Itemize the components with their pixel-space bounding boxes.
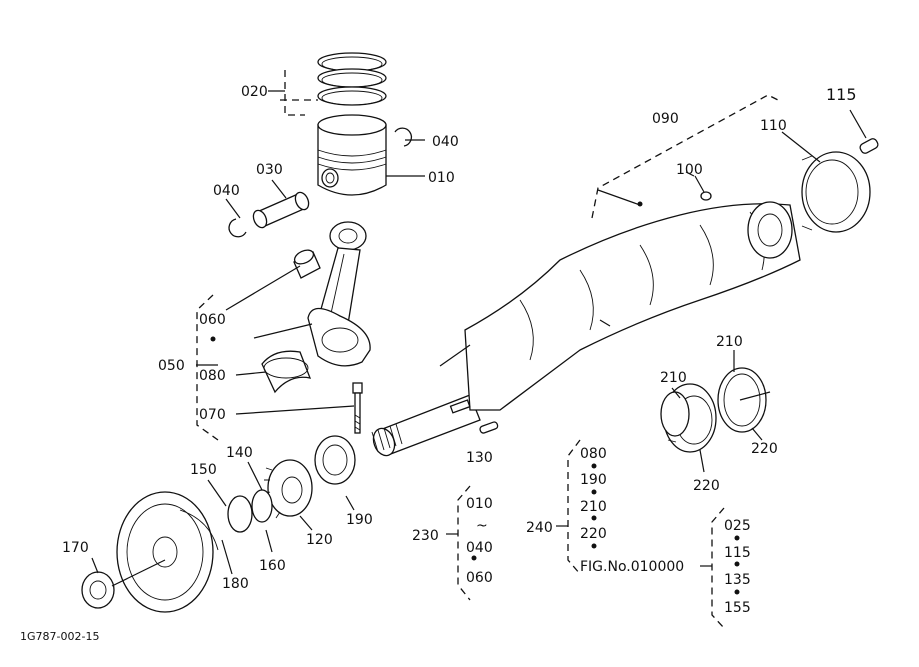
label-170: 170 [62, 540, 89, 556]
group-fig-item: 025 [724, 518, 751, 534]
label-115: 115 [826, 85, 857, 104]
group-230-item: 010 [466, 496, 493, 512]
bracket-240 [567, 439, 581, 575]
group-fig-item: 135 [724, 572, 751, 588]
label-060: 060 [199, 312, 226, 328]
piston-pin [252, 191, 310, 229]
circlip-right [394, 127, 413, 147]
circlip-left [228, 218, 247, 238]
crankshaft [371, 191, 801, 457]
label-040-top: 040 [432, 134, 459, 150]
piston-ring-set [317, 52, 387, 106]
group-fig-item: 115 [724, 545, 751, 561]
crankshaft-pulley [116, 491, 219, 613]
label-140: 140 [226, 445, 253, 461]
group-240-item: 210 [580, 499, 607, 515]
label-020: 020 [241, 84, 268, 100]
label-050: 050 [158, 358, 185, 374]
piston [317, 114, 387, 196]
label-080: 080 [199, 368, 226, 384]
connecting-rod-bolt [352, 382, 363, 434]
bracket-020 [280, 70, 318, 116]
pulley-nut [81, 571, 115, 609]
crankshaft-key [479, 421, 499, 434]
label-130: 130 [466, 450, 493, 466]
group-240-list: 080 190 210 220 [580, 446, 607, 542]
thrust-washer-left [660, 391, 690, 437]
dowel-pin [859, 138, 879, 154]
group-230-list: 010 ~ 040 060 [466, 496, 493, 586]
group-230-item: ~ [476, 518, 488, 534]
label-120: 120 [306, 532, 333, 548]
bullet-dots [210, 201, 740, 595]
small-end-bushing [293, 249, 321, 279]
label-030: 030 [256, 162, 283, 178]
bracket-fig [711, 507, 725, 629]
label-210-right: 210 [716, 334, 743, 350]
label-240: 240 [526, 520, 553, 536]
label-150: 150 [190, 462, 217, 478]
group-fig-item: 155 [724, 600, 751, 616]
bracket-050 [196, 294, 219, 441]
rear-oil-seal [801, 151, 871, 233]
group-240-item: 220 [580, 526, 607, 542]
label-110: 110 [760, 118, 787, 134]
label-220-left: 220 [693, 478, 720, 494]
label-070: 070 [199, 407, 226, 423]
group-240-item: 080 [580, 446, 607, 462]
big-end-bearing [261, 350, 312, 394]
callout-labels: 010 020 030 040 040 050 060 070 080 090 … [62, 84, 857, 592]
group-240-item: 190 [580, 472, 607, 488]
label-220-right: 220 [751, 441, 778, 457]
label-090: 090 [652, 111, 679, 127]
label-230: 230 [412, 528, 439, 544]
spacer [227, 495, 253, 533]
label-040-left: 040 [213, 183, 240, 199]
group-230-item: 060 [466, 570, 493, 586]
group-230-item: 040 [466, 540, 493, 556]
collar [314, 435, 356, 485]
figure-code: 1G787-002-15 [20, 630, 99, 643]
bracket-230 [457, 485, 471, 601]
label-160: 160 [259, 558, 286, 574]
label-190: 190 [346, 512, 373, 528]
connecting-rod [307, 221, 371, 367]
fig-number: FIG.No.010000 [580, 559, 684, 575]
label-180: 180 [222, 576, 249, 592]
label-010: 010 [428, 170, 455, 186]
o-ring [251, 489, 273, 523]
leader-lines [91, 90, 867, 587]
label-210-left: 210 [660, 370, 687, 386]
group-fig-list: 025 115 135 155 [724, 518, 751, 616]
label-100: 100 [676, 162, 703, 178]
bracket-090 [591, 94, 779, 219]
